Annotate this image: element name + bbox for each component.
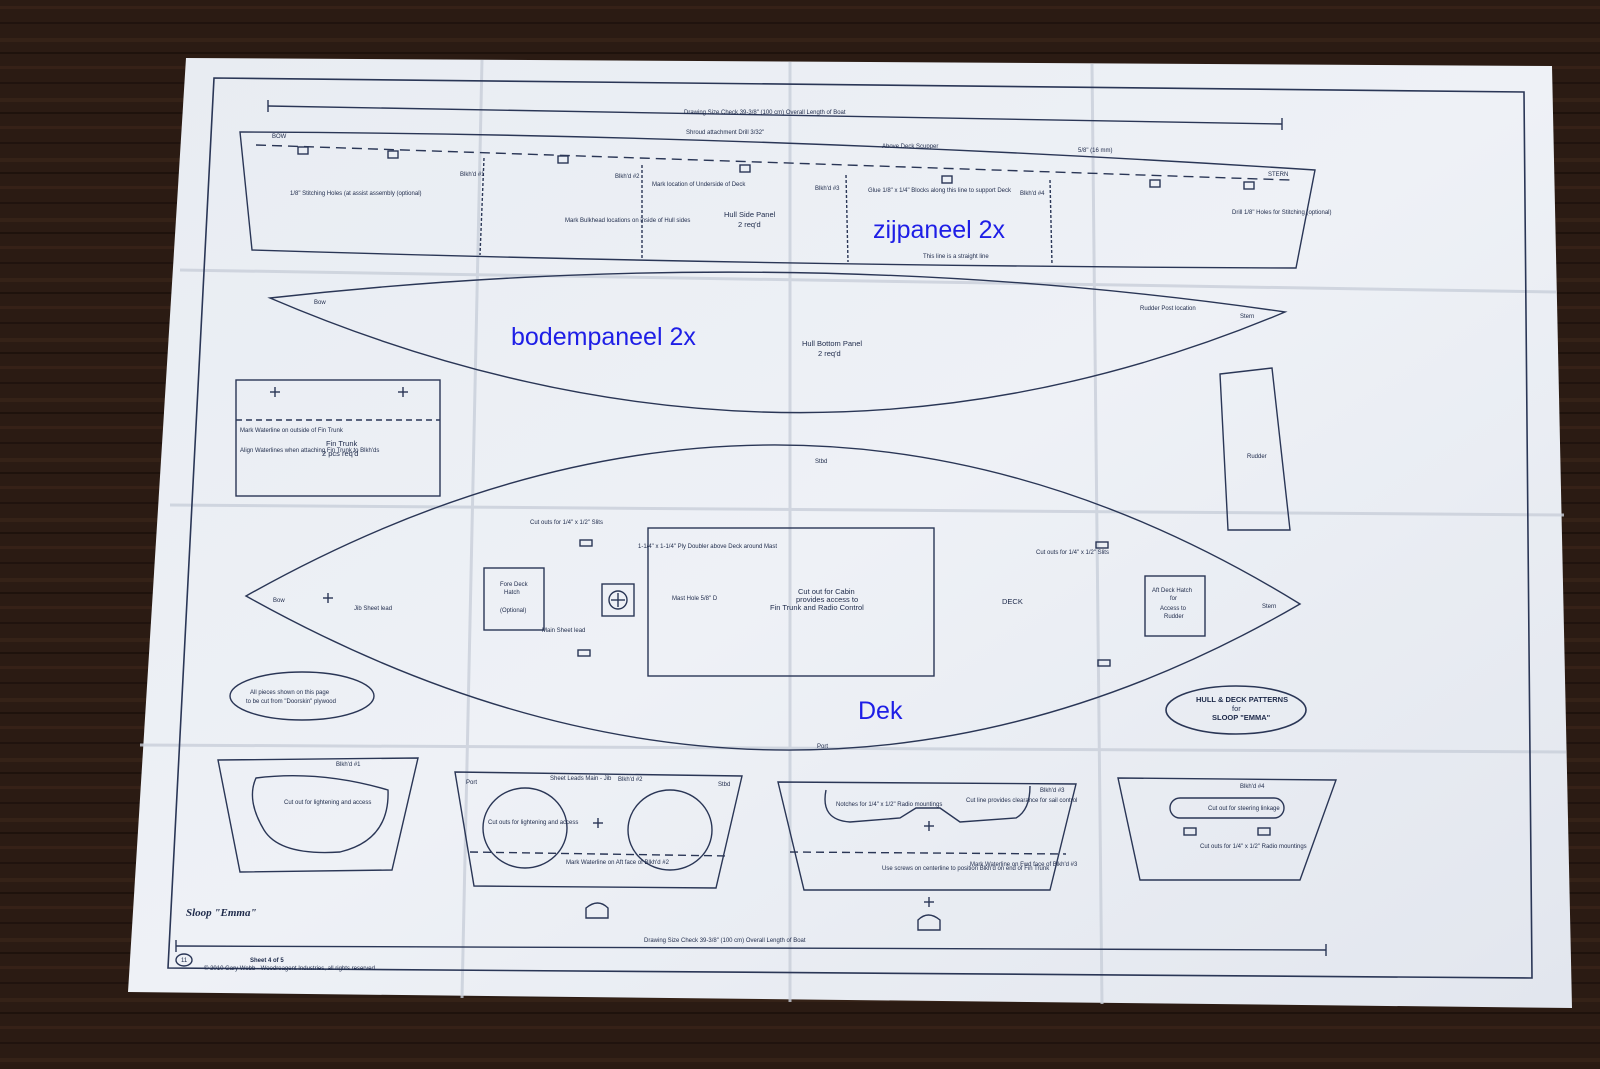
annotation-deck: Dek xyxy=(858,697,903,725)
b2-waterline: Mark Waterline on Aft face of Blkh'd #2 xyxy=(566,860,670,866)
deck-fore-hatch-2: Hatch xyxy=(504,590,520,596)
fin-align-note: Align Waterlines when attaching Fin Trun… xyxy=(240,448,379,454)
footer-signature: Sloop "Emma" xyxy=(186,907,257,919)
deck-main-sheet: Main Sheet lead xyxy=(542,628,585,634)
note-line-1: All pieces shown on this page xyxy=(250,690,330,696)
b3-notches: Notches for 1/4" x 1/2" Radio mountings xyxy=(836,802,942,808)
footer-drawing-check: Drawing Size Check 39-3/8" (100 cm) Over… xyxy=(644,938,806,944)
deck-fore-hatch-1: Fore Deck xyxy=(500,582,529,588)
b3-waterline: Mark Waterline on Fwd face of Blkh'd #3 xyxy=(970,862,1078,868)
note-oval xyxy=(229,671,375,721)
deck-fore-hatch-3: (Optional) xyxy=(500,608,526,614)
deck-aft-hatch-2: for xyxy=(1170,596,1177,602)
paper-sheet xyxy=(128,58,1572,1008)
fin-qty: 2 pcs req'd xyxy=(322,449,358,458)
deck-cabin-1: Cut out for Cabin xyxy=(798,587,855,596)
hull-side-panel xyxy=(239,100,1316,269)
side-mark-bulkhead: Mark Bulkhead locations on inside of Hul… xyxy=(565,218,690,224)
b2-sheet-leads: Sheet Leads Main - Jib xyxy=(550,776,612,782)
bottom-name: Hull Bottom Panel xyxy=(802,339,862,348)
footer-lines xyxy=(175,940,1327,967)
side-stitching: 1/8" Stitching Holes (at assist assembly… xyxy=(290,191,422,197)
b1-cutout: Cut out for lightening and access xyxy=(284,800,371,806)
fin-trunk xyxy=(235,379,441,497)
b2-port: Port xyxy=(466,780,477,786)
annotation-bottom: bodempaneel 2x xyxy=(511,323,696,351)
side-drawing-check: Drawing Size Check 39-3/8" (100 cm) Over… xyxy=(684,110,846,116)
deck-jib-sheet: Jib Sheet lead xyxy=(354,606,392,612)
deck-cutouts-right: Cut outs for 1/4" x 1/2" Slits xyxy=(1036,550,1109,556)
rudder xyxy=(1219,367,1291,531)
b2-cutouts: Cut outs for lightening and access xyxy=(488,820,578,826)
bottom-qty: 2 req'd xyxy=(818,349,841,358)
deck-cutouts-left: Cut outs for 1/4" x 1/2" Slits xyxy=(530,520,603,526)
side-drill-holes: Drill 1/8" Holes for Stitching (optional… xyxy=(1232,210,1332,216)
side-scupper: Above Deck Scupper xyxy=(882,144,938,150)
rudder-name: Rudder xyxy=(1247,454,1267,460)
side-blkhd-1: Blkh'd #1 xyxy=(460,172,485,178)
deck-outline xyxy=(244,444,1302,751)
footer-copyright: © 2010 Gary Webb - Woodreagent Industrie… xyxy=(204,965,377,972)
side-blkhd-3: Blkh'd #3 xyxy=(815,186,840,192)
b4-steering: Cut out for steering linkage xyxy=(1208,806,1280,812)
fin-waterline-note: Mark Waterline on outside of Fin Trunk xyxy=(240,428,344,434)
side-shroud: Shroud attachment Drill 3/32" xyxy=(686,130,764,136)
deck-name: DECK xyxy=(1002,597,1023,606)
side-straight-line: This line is a straight line xyxy=(923,254,989,260)
deck-bow: Bow xyxy=(273,598,285,604)
b2-label: Blkh'd #2 xyxy=(618,777,643,783)
annotation-side: zijpaneel 2x xyxy=(873,216,1006,244)
b3-screws: Use screws on centerline to position Blk… xyxy=(882,866,1050,872)
side-bow: BOW xyxy=(272,134,287,140)
b4-label: Blkh'd #4 xyxy=(1240,784,1265,790)
deck-cabin-2: provides access to xyxy=(796,595,858,604)
drawing-border xyxy=(167,77,1533,979)
deck-mast-hole: Mast Hole 5/8" D xyxy=(672,596,718,602)
bottom-bow: Bow xyxy=(314,300,326,306)
deck-port: Port xyxy=(817,744,828,750)
title-oval xyxy=(1165,685,1307,735)
bottom-stern: Stern xyxy=(1240,314,1254,320)
side-stern: STERN xyxy=(1268,172,1288,178)
fin-name: Fin Trunk xyxy=(326,439,358,448)
title-line-2: for xyxy=(1232,704,1241,713)
b2-stbd: Stbd xyxy=(718,782,730,788)
deck-cabin-3: Fin Trunk and Radio Control xyxy=(770,603,864,612)
b3-cutline: Cut line provides clearance for sail con… xyxy=(966,798,1077,804)
bulkheads-outlines xyxy=(217,757,1337,931)
footer-page-number: 11 xyxy=(181,958,188,964)
side-blkhd-2: Blkh'd #2 xyxy=(615,174,640,180)
side-panel-name: Hull Side Panel xyxy=(724,210,776,219)
hull-bottom-panel xyxy=(267,271,1288,414)
deck-stbd: Stbd xyxy=(815,459,827,465)
deck-aft-hatch-3: Access to xyxy=(1160,606,1187,612)
title-line-3: SLOOP "EMMA" xyxy=(1212,713,1271,722)
deck-doubler: 1-1/4" x 1-1/4" Ply Doubler above Deck a… xyxy=(638,544,777,550)
side-panel-qty: 2 req'd xyxy=(738,220,761,229)
deck-stern: Stern xyxy=(1262,604,1276,610)
side-dim-right: 5/8" (16 mm) xyxy=(1078,148,1112,154)
bottom-rudder-post: Rudder Post location xyxy=(1140,306,1196,312)
note-line-2: to be cut from "Doorskin" plywood xyxy=(246,699,336,705)
side-glue-blocks: Glue 1/8" x 1/4" Blocks along this line … xyxy=(868,188,1012,194)
side-mark-underside: Mark location of Underside of Deck xyxy=(652,182,746,188)
deck-aft-hatch-4: Rudder xyxy=(1164,614,1184,620)
deck-aft-hatch-1: Aft Deck Hatch xyxy=(1152,588,1192,594)
title-line-1: HULL & DECK PATTERNS xyxy=(1196,695,1288,704)
b1-label: Blkh'd #1 xyxy=(336,762,361,768)
footer-sheet: Sheet 4 of 5 xyxy=(250,958,284,964)
fold-creases xyxy=(139,59,1567,1005)
b4-radio: Cut outs for 1/4" x 1/2" Radio mountings xyxy=(1200,844,1307,850)
side-blkhd-4: Blkh'd #4 xyxy=(1020,191,1045,197)
b3-label: Blkh'd #3 xyxy=(1040,788,1065,794)
